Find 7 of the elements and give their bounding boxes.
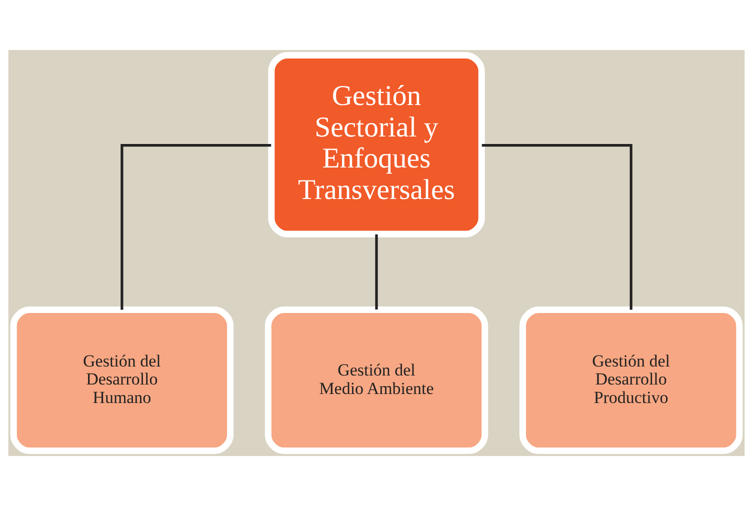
node-box: Gestión del Desarrollo Productivo (519, 306, 743, 454)
connector (120, 144, 272, 310)
connector (375, 234, 378, 309)
node-box: Gestión del Medio Ambiente (264, 306, 488, 454)
connector (482, 144, 632, 310)
node-box: Gestión del Desarrollo Humano (10, 306, 234, 454)
node-box: Gestión Sectorial y Enfoques Transversales (268, 51, 485, 237)
